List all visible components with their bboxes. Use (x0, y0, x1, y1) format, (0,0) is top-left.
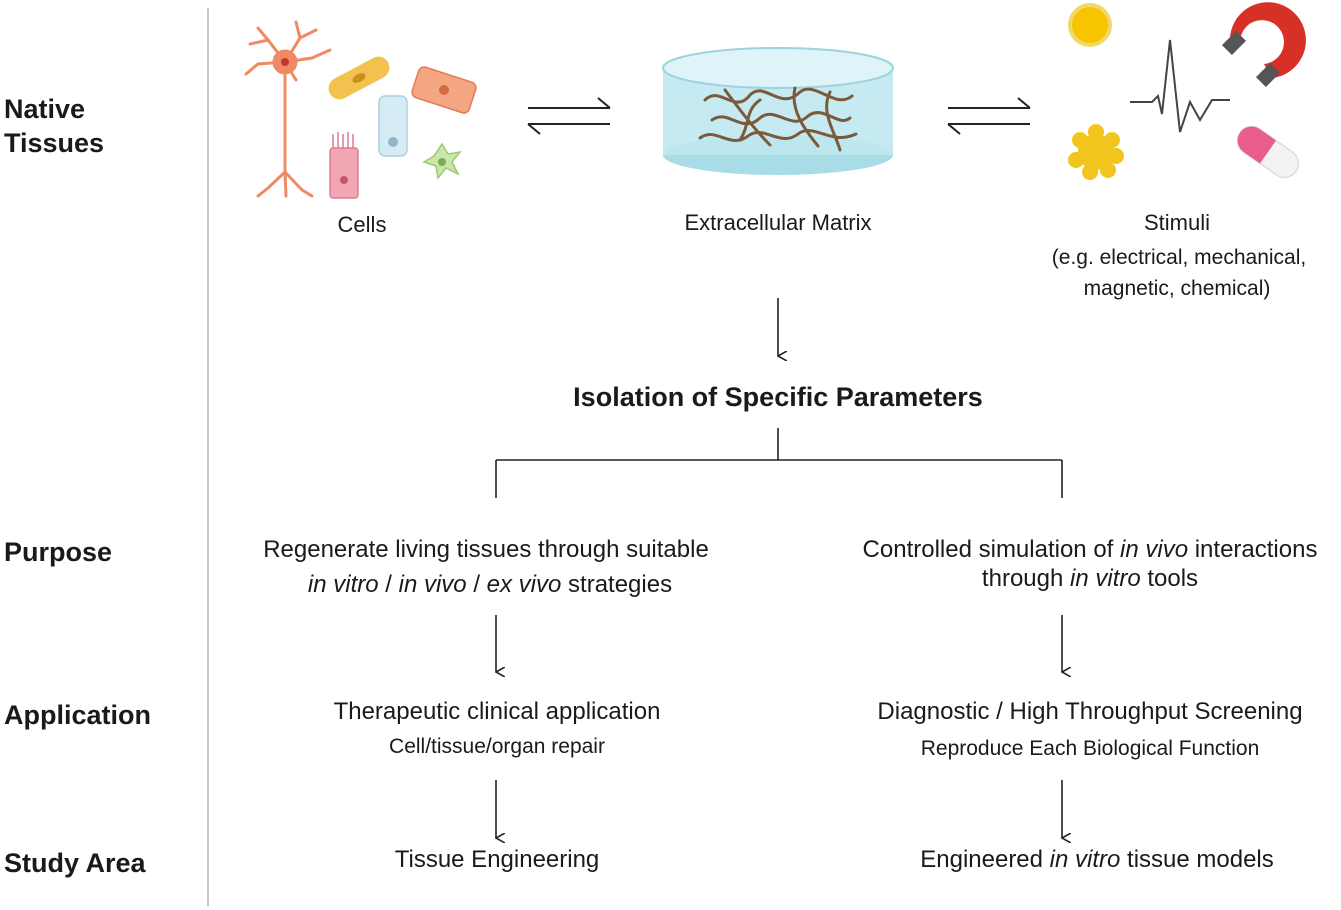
branch-connector (495, 428, 1063, 498)
ecm-dish-icon (662, 47, 894, 175)
left-purpose-invivo: in vivo (398, 571, 467, 598)
right-purpose-invivo: in vivo (1120, 536, 1189, 563)
neuron-icon (244, 20, 332, 198)
left-purpose-sep1: / (378, 571, 399, 598)
row-label-study-area: Study Area (4, 848, 146, 878)
stimuli-label: Stimuli (1143, 210, 1211, 235)
right-purpose-post: interactions (1188, 536, 1318, 563)
ecm-label: Extracellular Matrix (684, 210, 872, 235)
right-study-post: tissue models (1120, 846, 1274, 873)
left-purpose-sep2: / (466, 571, 487, 598)
right-application-title: Diagnostic / High Throughput Screening (877, 698, 1303, 725)
row-label-purpose: Purpose (4, 537, 113, 567)
row-label-application: Application (4, 700, 151, 730)
right-purpose-line1: Controlled simulation of in vivo interac… (863, 535, 1318, 565)
left-purpose-invitro: in vitro (307, 571, 379, 598)
right-purpose-l2-pre: through (981, 565, 1071, 592)
right-study-area: Engineered in vitro tissue models (920, 845, 1274, 875)
equilibrium-arrows-left (527, 97, 611, 135)
right-purpose-line2: through in vitro tools (982, 564, 1198, 594)
magnet-icon (1221, 2, 1306, 88)
right-purpose-l2-invitro: in vitro (1070, 565, 1141, 592)
right-study-invitro: in vitro (1049, 846, 1121, 873)
left-purpose-line1: Regenerate living tissues through suitab… (263, 536, 709, 563)
pink-cell-icon (329, 132, 359, 199)
right-application-sub: Reproduce Each Biological Function (920, 737, 1260, 760)
pill-icon (1236, 125, 1300, 179)
stimuli-examples-line1: (e.g. electrical, mechanical, (1051, 246, 1307, 269)
left-purpose-exvivo: ex vivo (486, 571, 562, 598)
salmon-cell-icon (411, 66, 477, 114)
vertical-divider (207, 8, 209, 906)
right-purpose-l2-post: tools (1140, 565, 1199, 592)
stimuli-examples-line2: magnetic, chemical) (1083, 277, 1271, 300)
left-purpose-tail: strategies (561, 571, 673, 598)
right-purpose-pre: Controlled simulation of (862, 536, 1121, 563)
electrical-signal-icon (1130, 39, 1230, 133)
right-study-pre: Engineered (920, 846, 1050, 873)
row-label-native-tissues: Native Tissues (4, 94, 105, 158)
green-cell-icon (422, 142, 462, 180)
blue-cell-icon (378, 95, 408, 157)
sun-icon (1068, 3, 1112, 47)
left-purpose-line2: in vitro / in vivo / ex vivo strategies (308, 570, 672, 600)
yellow-cell-icon (328, 56, 390, 100)
left-application-sub: Cell/tissue/organ repair (389, 735, 605, 758)
cells-label: Cells (337, 212, 387, 237)
equilibrium-arrows-right (947, 97, 1031, 135)
chemical-molecule-icon (1068, 124, 1124, 180)
left-study-area: Tissue Engineering (394, 846, 600, 873)
left-application-title: Therapeutic clinical application (333, 698, 661, 725)
isolation-heading: Isolation of Specific Parameters (573, 382, 983, 412)
